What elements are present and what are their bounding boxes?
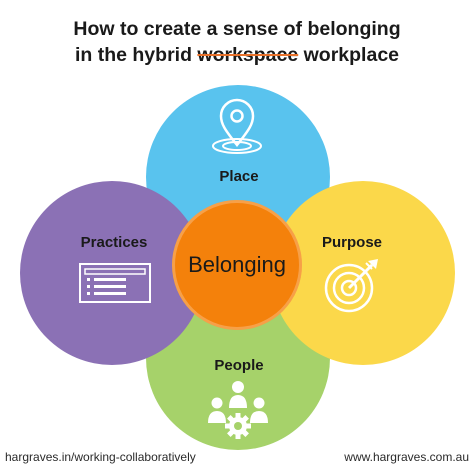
- list-panel-icon: [79, 263, 151, 303]
- target-arrow-icon: [324, 259, 378, 313]
- title-struck-word: workspace: [197, 44, 299, 66]
- purpose-label: Purpose: [321, 234, 382, 251]
- belonging-center-circle: Belonging: [172, 200, 302, 330]
- place-label: Place: [219, 168, 259, 185]
- title-line-2: in the hybrid workspace workplace: [0, 42, 474, 68]
- practices-label: Practices: [80, 234, 148, 251]
- diagram-title: How to create a sense of belonging in th…: [0, 16, 474, 68]
- center-label: Belonging: [188, 252, 286, 277]
- team-gear-icon: [208, 381, 268, 439]
- footer-link-right[interactable]: www.hargraves.com.au: [344, 450, 469, 464]
- footer-link-left[interactable]: hargraves.in/working-collaboratively: [5, 450, 196, 464]
- location-pin-icon: [212, 98, 262, 154]
- people-label: People: [214, 357, 264, 374]
- title-line-1: How to create a sense of belonging: [73, 18, 401, 40]
- title-line-2-before: in the hybrid: [74, 44, 198, 66]
- title-line-2-after: workplace: [298, 44, 400, 66]
